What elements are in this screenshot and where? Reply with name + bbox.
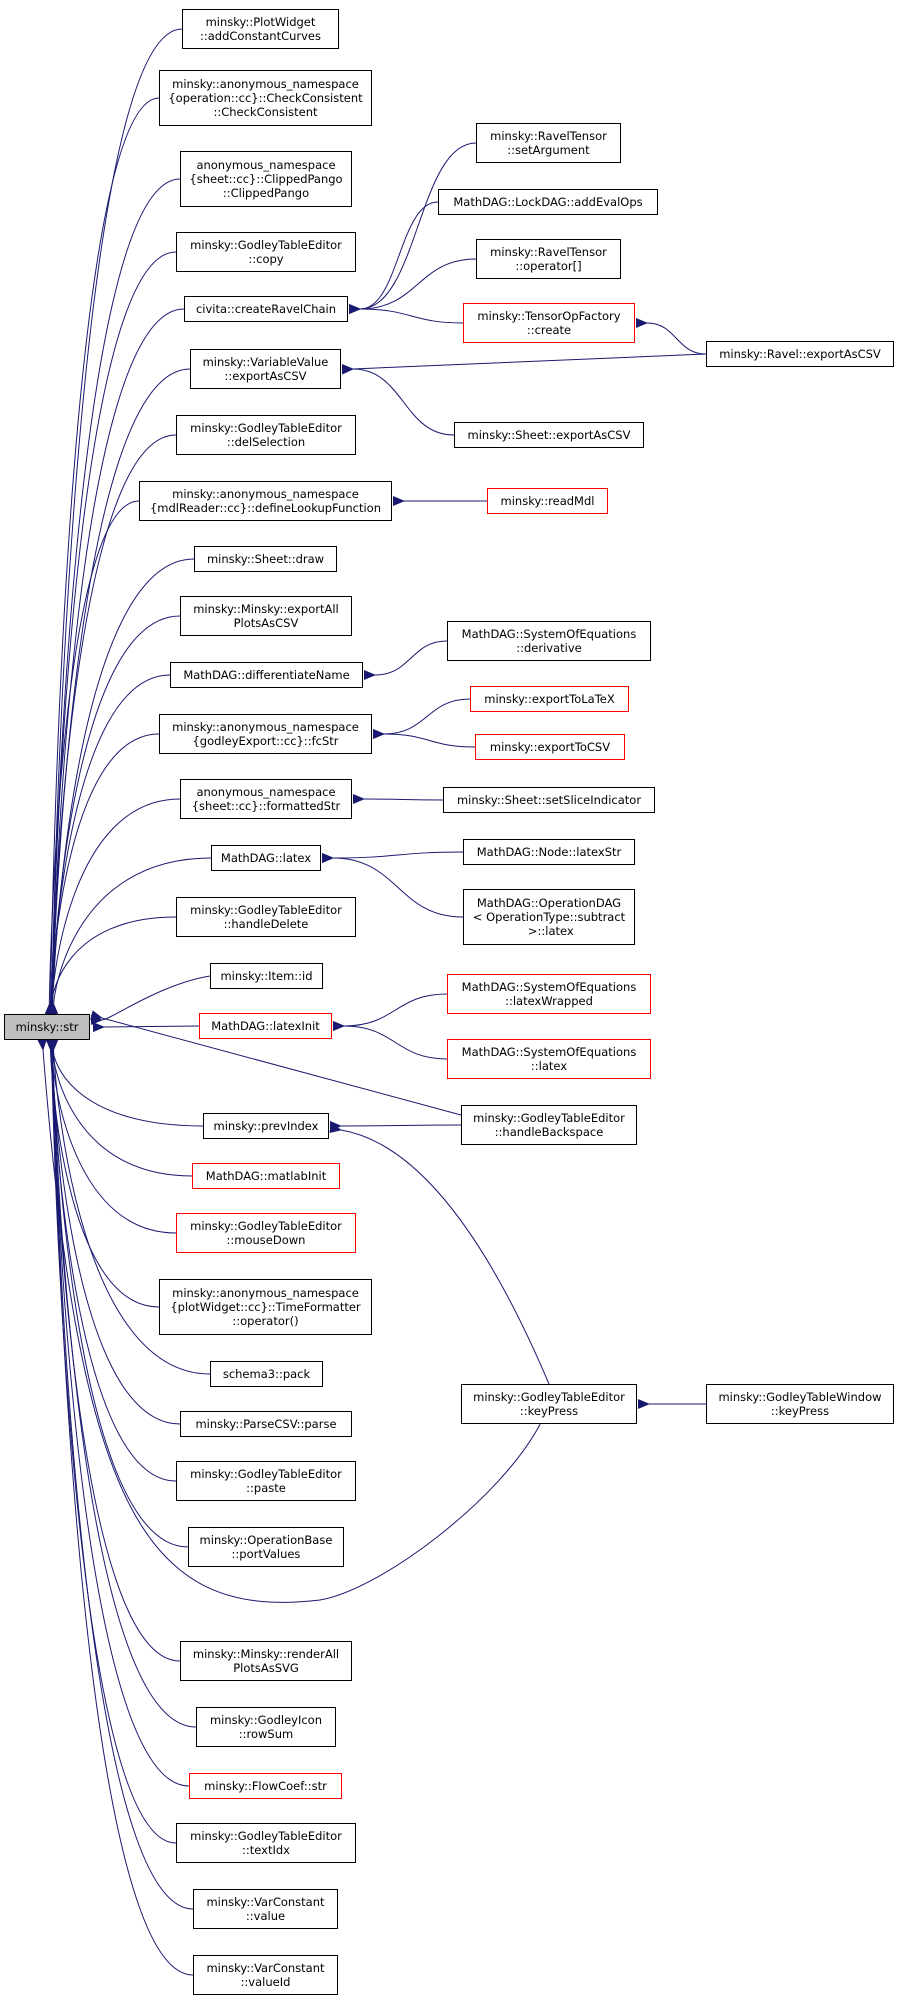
edge-12-11 [341,363,455,436]
node-33[interactable]: minsky::GodleyTableEditor ::handleBacksp… [461,1105,637,1145]
node-38[interactable]: schema3::pack [210,1361,323,1387]
node-37[interactable]: minsky::anonymous_namespace {plotWidget:… [159,1279,372,1335]
edge-root-23 [46,798,181,1016]
node-28[interactable]: minsky::GodleyTableEditor ::handleDelete [176,897,356,937]
node-19[interactable]: MathDAG::differentiateName [170,662,363,688]
edge-root-33 [90,1010,462,1116]
node-4[interactable]: minsky::GodleyTableEditor ::copy [176,232,356,272]
edge-10-9 [635,317,707,355]
edge-root-17 [46,615,181,1016]
node-22[interactable]: minsky::exportToCSV [475,734,625,760]
edge-root-49 [47,1038,194,1976]
node-36[interactable]: minsky::GodleyTableEditor ::mouseDown [176,1213,356,1253]
edge-root-19 [46,674,171,1016]
node-2[interactable]: minsky::anonymous_namespace {operation::… [159,70,372,126]
node-12[interactable]: minsky::Sheet::exportAsCSV [454,422,644,448]
node-26[interactable]: MathDAG::Node::latexStr [463,839,635,865]
node-32[interactable]: MathDAG::SystemOfEquations ::latex [447,1039,651,1079]
node-24[interactable]: minsky::Sheet::setSliceIndicator [443,787,655,813]
edge-9-5 [348,303,464,324]
edge-root-2 [45,97,160,1016]
node-1[interactable]: minsky::PlotWidget ::addConstantCurves [182,9,339,49]
node-39[interactable]: minsky::GodleyTableEditor ::keyPress [461,1384,637,1424]
edge-root-46 [47,1038,190,1787]
edge-39-34 [329,1123,550,1385]
node-42[interactable]: minsky::GodleyTableEditor ::paste [176,1461,356,1501]
node-11[interactable]: minsky::VariableValue ::exportAsCSV [190,349,341,389]
edge-root-34 [48,1038,204,1127]
edge-root-29 [90,975,211,1026]
node-21[interactable]: minsky::anonymous_namespace {godleyExpor… [159,714,372,754]
node-10[interactable]: minsky::Ravel::exportAsCSV [706,341,894,367]
node-13[interactable]: minsky::GodleyTableEditor ::delSelection [176,415,356,455]
node-15[interactable]: minsky::readMdl [487,488,608,514]
edge-26-25 [321,851,464,864]
edge-18-19 [363,640,448,681]
node-6[interactable]: minsky::RavelTensor ::setArgument [476,123,621,163]
node-41[interactable]: minsky::ParseCSV::parse [180,1411,352,1437]
edge-8-5 [348,258,477,315]
node-5[interactable]: civita::createRavelChain [184,296,348,322]
node-40[interactable]: minsky::GodleyTableWindow ::keyPress [706,1384,894,1424]
node-14[interactable]: minsky::anonymous_namespace {mdlReader::… [139,481,392,521]
node-43[interactable]: minsky::OperationBase ::portValues [188,1527,344,1567]
edge-33-34 [329,1121,462,1132]
edge-root-38 [48,1038,211,1375]
edge-20-21 [372,698,471,740]
edge-root-28 [46,916,177,1016]
edge-root-35 [47,1038,193,1177]
node-16[interactable]: minsky::Sheet::draw [194,546,337,572]
edge-22-21 [372,728,476,748]
node-47[interactable]: minsky::GodleyTableEditor ::textIdx [176,1823,356,1863]
edge-27-25 [321,852,464,918]
node-17[interactable]: minsky::Minsky::exportAll PlotsAsCSV [180,596,352,636]
node-46[interactable]: minsky::FlowCoef::str [189,1773,342,1799]
edge-root-36 [46,1038,177,1234]
node-23[interactable]: anonymous_namespace {sheet::cc}::formatt… [180,779,352,819]
edge-10-11 [341,353,707,375]
node-34[interactable]: minsky::prevIndex [203,1113,329,1139]
edge-root-41 [46,1038,181,1425]
node-45[interactable]: minsky::GodleyIcon ::rowSum [196,1707,336,1747]
edge-root-31 [92,1022,200,1033]
node-root: minsky::str [4,1014,90,1040]
node-30[interactable]: MathDAG::SystemOfEquations ::latexWrappe… [447,974,651,1014]
edge-32-31 [332,1020,448,1060]
edge-root-25 [48,857,212,1016]
node-48[interactable]: minsky::VarConstant ::value [193,1889,338,1929]
node-49[interactable]: minsky::VarConstant ::valueId [193,1955,338,1995]
edge-6-5 [348,142,477,315]
edge-root-3 [46,178,181,1016]
node-7[interactable]: MathDAG::LockDAG::addEvalOps [438,189,658,215]
edge-24-23 [352,793,444,804]
edge-7-5 [348,201,439,315]
edge-root-48 [47,1038,194,1910]
edge-root-39 [37,1038,541,1603]
node-8[interactable]: minsky::RavelTensor ::operator[] [476,239,621,279]
edge-root-45 [47,1038,197,1728]
node-29[interactable]: minsky::Item::id [210,963,323,989]
node-44[interactable]: minsky::Minsky::renderAll PlotsAsSVG [180,1641,352,1681]
node-25[interactable]: MathDAG::latex [211,845,321,871]
node-3[interactable]: anonymous_namespace {sheet::cc}::Clipped… [180,151,352,207]
node-20[interactable]: minsky::exportToLaTeX [470,686,629,712]
edge-root-14 [44,500,140,1016]
edge-root-5 [47,308,185,1016]
node-31[interactable]: MathDAG::latexInit [199,1013,332,1039]
edge-root-16 [47,558,195,1016]
node-18[interactable]: MathDAG::SystemOfEquations ::derivative [447,621,651,661]
node-27[interactable]: MathDAG::OperationDAG < OperationType::s… [463,889,635,945]
edge-root-21 [45,733,160,1016]
edge-root-47 [46,1038,177,1844]
node-35[interactable]: MathDAG::matlabInit [192,1163,340,1189]
edge-30-31 [332,993,448,1032]
node-9[interactable]: minsky::TensorOpFactory ::create [463,303,635,343]
